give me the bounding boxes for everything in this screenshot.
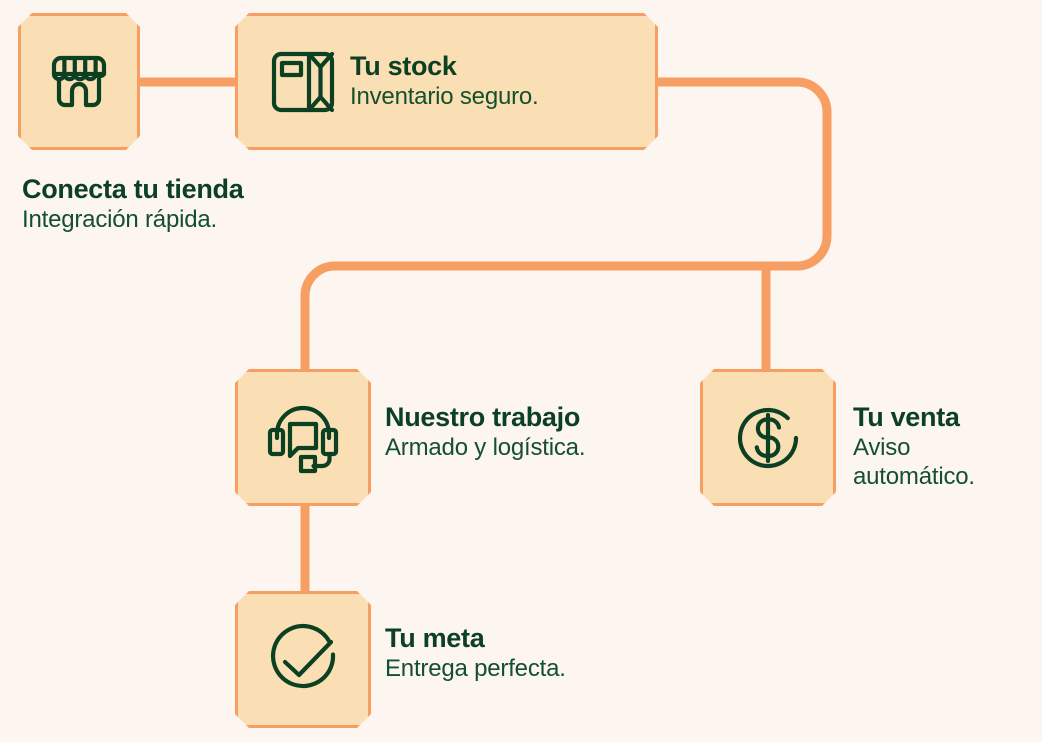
caption-work: Nuestro trabajo Armado y logística. (385, 402, 585, 463)
node-store-subtitle: Integración rápida. (22, 205, 217, 233)
storefront-icon (42, 45, 116, 119)
node-sale-subtitle: Aviso automático. (853, 433, 975, 490)
caption-sale: Tu venta Aviso automático. (853, 402, 1028, 491)
node-stock-title: Tu stock (350, 51, 457, 82)
node-stock-caption: Tu stock Inventario seguro. (350, 51, 539, 112)
node-stock[interactable]: Tu stock Inventario seguro. (235, 13, 658, 150)
node-sale-title: Tu venta (853, 402, 960, 432)
node-goal-subtitle: Entrega perfecta. (385, 654, 566, 682)
node-work-subtitle: Armado y logística. (385, 433, 586, 461)
node-sale[interactable] (700, 369, 836, 506)
caption-store: Conecta tu tienda Integración rápida. (22, 174, 244, 235)
headset-support-icon (263, 402, 343, 474)
node-goal-title: Tu meta (385, 623, 485, 653)
node-goal[interactable] (235, 591, 371, 728)
package-box-icon (264, 43, 342, 121)
dollar-circle-icon (728, 398, 808, 478)
check-circle-icon (261, 618, 345, 702)
connector-stock-to-branch (300, 77, 832, 371)
node-store[interactable] (18, 13, 140, 150)
node-work[interactable] (235, 369, 371, 506)
node-store-title: Conecta tu tienda (22, 174, 244, 204)
node-work-title: Nuestro trabajo (385, 402, 581, 432)
node-stock-subtitle: Inventario seguro. (350, 83, 539, 111)
caption-goal: Tu meta Entrega perfecta. (385, 623, 566, 684)
